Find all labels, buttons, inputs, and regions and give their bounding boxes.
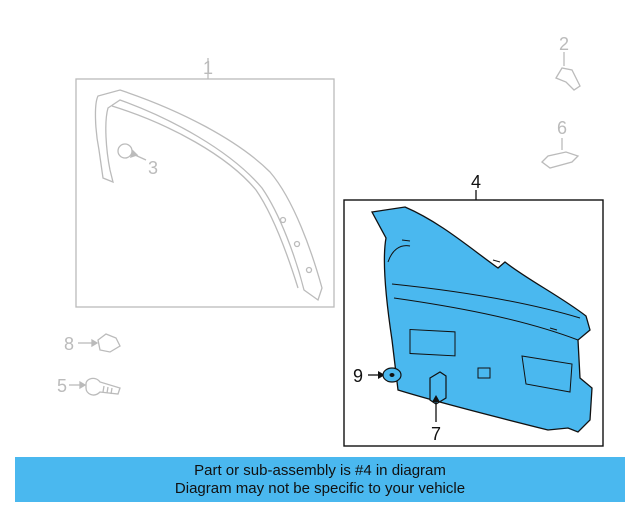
- trim-slot: [549, 327, 558, 331]
- part-9: [368, 367, 402, 383]
- part-5-screw: [85, 377, 121, 396]
- part-7-shape: [429, 371, 447, 405]
- part-5: [69, 377, 121, 396]
- garnish-outline: [94, 89, 323, 302]
- callout-3-arrowhead: [129, 149, 139, 159]
- callout-9-label: 9: [353, 366, 363, 386]
- clip-3-shape: [117, 143, 133, 159]
- trim-slot: [401, 239, 411, 242]
- part-5-threads: [102, 385, 113, 395]
- trim-panel-body: [370, 206, 593, 433]
- callout-8-label: 8: [64, 334, 74, 354]
- info-banner: Part or sub-assembly is #4 in diagram Di…: [15, 457, 625, 502]
- part-1-box: [75, 78, 335, 308]
- garnish-clip-hole: [305, 266, 313, 274]
- trim-crease-lower: [393, 297, 579, 341]
- part-4-box: [343, 199, 604, 447]
- callout-6-label: 6: [557, 118, 567, 138]
- part-8-shape: [97, 333, 121, 353]
- callout-7-label: 7: [431, 424, 441, 444]
- callout-5-label: 5: [57, 376, 67, 396]
- callout-2-label: 2: [559, 34, 569, 54]
- trim-pocket-left: [409, 328, 456, 357]
- part-1-garnish: [75, 58, 335, 308]
- part-4-trim-panel: [343, 190, 604, 447]
- callout-3-leader: [134, 154, 147, 161]
- callout-5-arrowhead: [79, 380, 87, 390]
- garnish-inner-line: [111, 105, 299, 289]
- part-2: [555, 52, 581, 91]
- banner-line-2: Diagram may not be specific to your vehi…: [174, 479, 466, 497]
- callout-9-arrowhead: [378, 371, 385, 379]
- part-6: [541, 138, 580, 169]
- trim-edge-curve: [387, 245, 411, 263]
- part-6-shape: [541, 151, 580, 169]
- callout-7-arrowhead: [432, 395, 440, 402]
- garnish-clip-hole: [279, 216, 287, 224]
- trim-panel-details: [387, 239, 581, 393]
- banner-line-1: Part or sub-assembly is #4 in diagram: [194, 461, 446, 479]
- part-7: [429, 371, 447, 422]
- part-8: [78, 333, 121, 353]
- garnish-clip-hole: [293, 240, 301, 248]
- part-2-shape: [555, 67, 581, 91]
- trim-crease-upper: [391, 283, 581, 319]
- callout-3-label: 3: [148, 158, 158, 178]
- part-3-clip: [117, 143, 147, 161]
- part-9-center: [389, 373, 395, 377]
- callout-1-label: 1: [203, 58, 213, 78]
- callout-4-label: 4: [471, 172, 481, 192]
- trim-slot: [492, 259, 501, 263]
- trim-handle-recess: [477, 367, 491, 379]
- trim-pocket-right: [521, 355, 573, 393]
- callout-8-arrowhead: [91, 338, 99, 348]
